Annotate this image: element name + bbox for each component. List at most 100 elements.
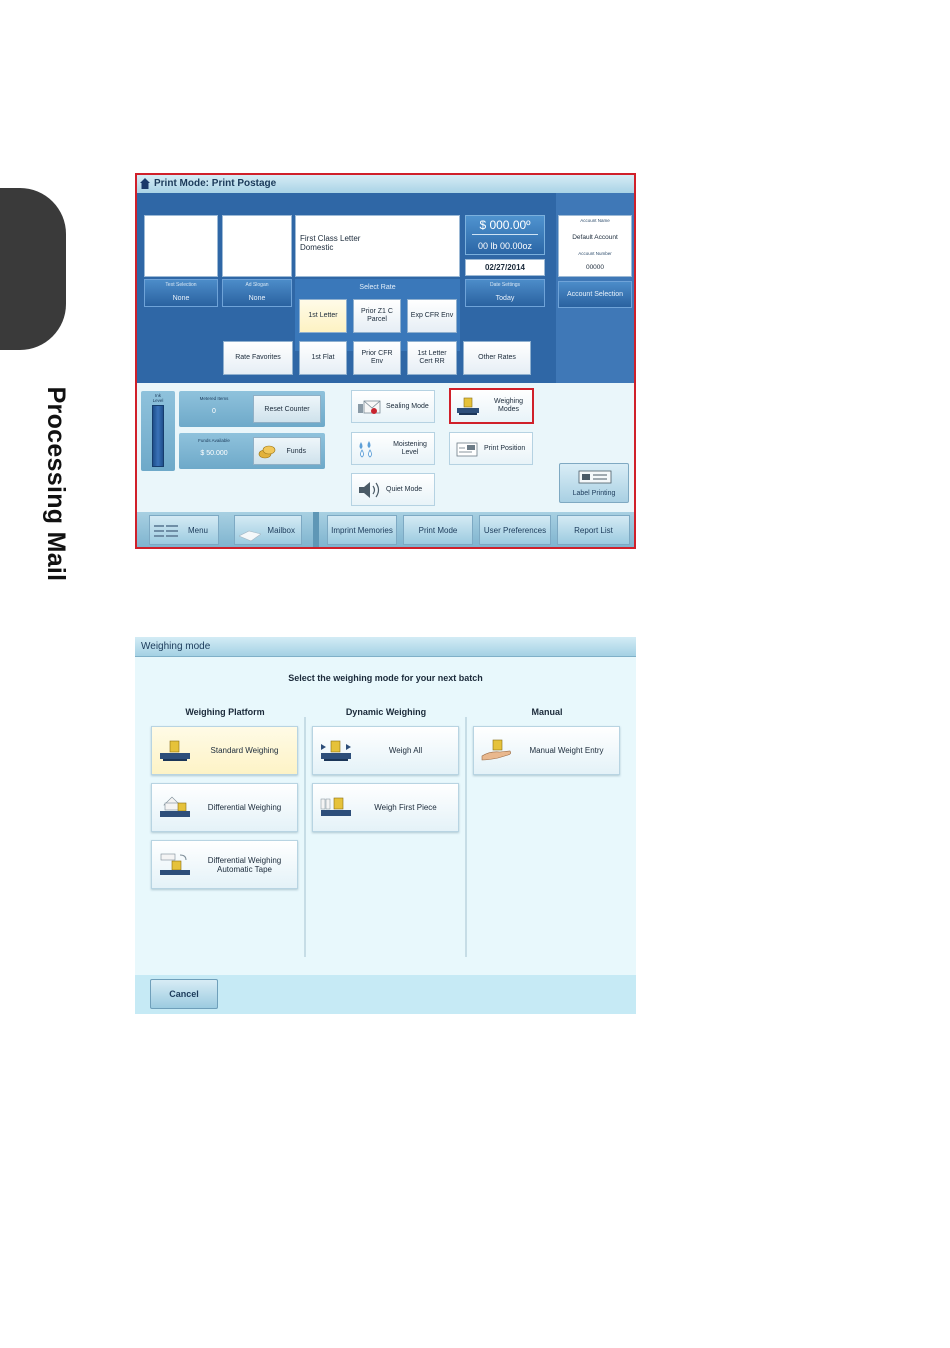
column-divider	[304, 717, 306, 957]
date-settings-button[interactable]: Date Settings Today	[465, 279, 545, 307]
text-preview[interactable]	[144, 215, 218, 277]
label-icon	[578, 470, 612, 484]
ad-preview[interactable]	[222, 215, 292, 277]
other-rates-button[interactable]: Other Rates	[463, 341, 531, 375]
print-position-icon	[456, 442, 478, 456]
speaker-icon	[359, 481, 380, 498]
differential-weighing-auto-tape-label: Differential Weighing Automatic Tape	[207, 855, 282, 874]
weigh-all-button[interactable]: Weigh All	[312, 726, 459, 775]
funds-button[interactable]: Funds	[253, 437, 321, 465]
quiet-mode-button[interactable]: Quiet Mode	[351, 473, 435, 506]
rate-exp-cfr-env-button[interactable]: Exp CFR Env	[407, 299, 457, 333]
bottom-bar	[135, 975, 636, 1014]
differential-tape-icon	[160, 853, 190, 875]
mailbox-label: Mailbox	[267, 525, 295, 535]
ad-slogan-button[interactable]: Ad Slogan None	[222, 279, 292, 307]
rate-1st-letter-cert-rr-button[interactable]: 1st Letter Cert RR	[407, 341, 457, 375]
weigh-first-piece-button[interactable]: Weigh First Piece	[312, 783, 459, 832]
column-divider	[465, 717, 467, 957]
hand-scale-icon	[481, 739, 511, 760]
sealing-mode-button[interactable]: Sealing Mode	[351, 390, 435, 423]
weighing-mode-screen: Weighing mode Select the weighing mode f…	[135, 637, 636, 1014]
funds-available-label: Funds Available	[198, 438, 230, 443]
menu-button[interactable]: Menu	[149, 515, 219, 545]
standard-weighing-label: Standard Weighing	[210, 746, 279, 755]
differential-weighing-button[interactable]: Differential Weighing	[151, 783, 298, 832]
dynamic-scale-icon	[321, 740, 351, 761]
text-selection-value: None	[172, 295, 190, 302]
manual-heading: Manual	[531, 707, 563, 717]
account-number-label: Account Number	[578, 251, 612, 256]
mailbox-button[interactable]: Mailbox	[234, 515, 302, 545]
platform-scale-icon	[160, 740, 190, 761]
user-preferences-button[interactable]: User Preferences	[479, 515, 551, 545]
metered-items-panel: Metered Items 0 Reset Counter	[179, 391, 325, 427]
print-position-label: Print Position	[484, 445, 526, 452]
account-selection-button[interactable]: Account Selection	[558, 281, 632, 308]
differential-scale-icon	[160, 796, 190, 817]
bottom-divider	[313, 512, 319, 547]
ink-level-panel: Ink Level	[141, 391, 175, 471]
weighing-modes-button[interactable]: Weighing Modes	[449, 388, 534, 424]
coins-icon	[258, 445, 276, 459]
label-printing-button[interactable]: Label Printing	[559, 463, 629, 503]
print-position-button[interactable]: Print Position	[449, 432, 533, 465]
imprint-memories-button[interactable]: Imprint Memories	[327, 515, 397, 545]
account-number: 00000	[585, 264, 605, 271]
rate-1st-letter-button[interactable]: 1st Letter	[299, 299, 347, 333]
differential-weighing-auto-tape-button[interactable]: Differential Weighing Automatic Tape	[151, 840, 298, 889]
manual-weight-entry-label: Manual Weight Entry	[529, 746, 604, 755]
moistening-level-button[interactable]: Moistening Level	[351, 432, 435, 465]
funds-panel: Funds Available $ 50.000 Funds	[179, 433, 325, 469]
first-piece-scale-icon	[320, 797, 351, 816]
chapter-tab	[0, 188, 66, 350]
differential-weighing-label: Differential Weighing	[207, 803, 282, 812]
standard-weighing-button[interactable]: Standard Weighing	[151, 726, 298, 775]
ink-level-bar	[152, 405, 164, 467]
quiet-mode-label: Quiet Mode	[386, 486, 423, 493]
home-icon[interactable]	[140, 178, 150, 189]
date-settings-value: Today	[495, 295, 515, 302]
metered-items-label: Metered Items	[199, 396, 229, 401]
ink-level-label: Ink Level	[152, 393, 164, 403]
water-drops-icon	[359, 440, 372, 457]
reset-counter-button[interactable]: Reset Counter	[253, 395, 321, 423]
print-postage-screen: Print Mode: Print Postage First Class Le…	[135, 173, 636, 549]
screen-title: Print Mode: Print Postage	[137, 175, 634, 193]
text-selection-button[interactable]: Text Selection None	[144, 279, 218, 307]
account-name-label: Account Name	[580, 218, 610, 223]
label-printing-label: Label Printing	[572, 490, 616, 497]
report-list-button[interactable]: Report List	[557, 515, 630, 545]
instruction-text: Select the weighing mode for your next b…	[288, 673, 483, 683]
rate-favorites-button[interactable]: Rate Favorites	[223, 341, 293, 375]
rate-text: First Class Letter Domestic	[295, 215, 460, 277]
ad-slogan-label: Ad Slogan	[245, 282, 269, 288]
chapter-label: Processing Mail	[42, 386, 70, 582]
account-info: Account Name Default Account Account Num…	[558, 215, 632, 277]
weigh-first-piece-label: Weigh First Piece	[374, 803, 437, 812]
weighing-platform-heading: Weighing Platform	[185, 707, 265, 717]
date-settings-label: Date Settings	[489, 282, 521, 288]
metered-items-value: 0	[212, 408, 216, 415]
sealing-mode-label: Sealing Mode	[386, 403, 429, 410]
rate-1st-flat-button[interactable]: 1st Flat	[299, 341, 347, 375]
print-mode-button[interactable]: Print Mode	[403, 515, 473, 545]
scale-icon	[457, 397, 479, 415]
mailbox-icon	[239, 530, 261, 542]
sealing-icon	[358, 400, 381, 414]
date-value: 02/27/2014	[465, 259, 545, 276]
account-name: Default Account	[572, 234, 618, 241]
funds-label: Funds	[286, 447, 306, 455]
cancel-button[interactable]: Cancel	[150, 979, 218, 1009]
postage-amount: $ 000.00º	[479, 218, 531, 232]
menu-label: Menu	[187, 525, 208, 535]
bottom-nav-bar: Menu Mailbox Imprint Memories Print Mode…	[137, 512, 634, 547]
manual-weight-entry-button[interactable]: Manual Weight Entry	[473, 726, 620, 775]
weight-value: 00 lb 00.00oz	[477, 241, 533, 251]
postage-display: $ 000.00º 00 lb 00.00oz	[465, 215, 545, 255]
rate-prior-cfr-env-button[interactable]: Prior CFR Env	[353, 341, 401, 375]
rate-prior-z1-parcel-button[interactable]: Prior Z1 C Parcel	[353, 299, 401, 333]
weighing-modes-label: Weighing Modes	[493, 398, 524, 413]
weigh-all-label: Weigh All	[388, 746, 423, 755]
rate-panel: First Class Letter Domestic $ 000.00º 00…	[137, 193, 634, 383]
